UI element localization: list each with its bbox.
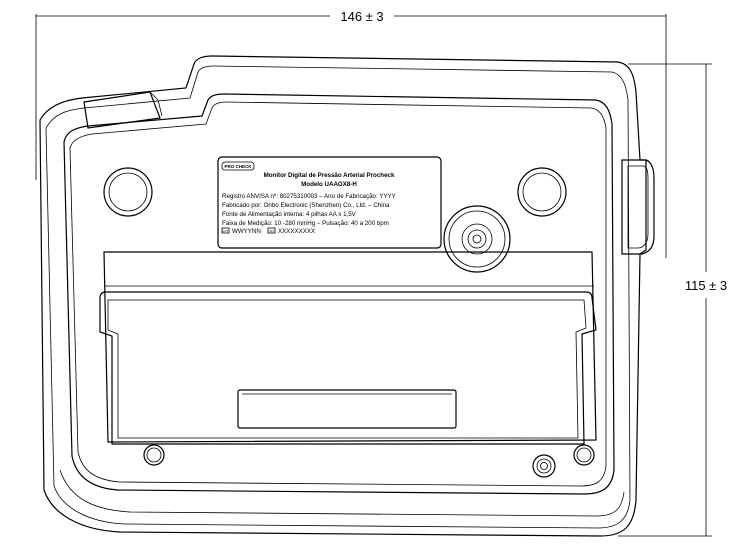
battery-cover-latch: [237, 389, 457, 429]
lot-symbol-icon: LOT: [221, 227, 230, 234]
label-serial-code: XXXXXXXXX: [278, 228, 315, 235]
svg-text:SN: SN: [269, 229, 273, 233]
label-plate: PRO CHECK Monitor Digital de Pressão Art…: [217, 156, 442, 249]
rubber-foot-right: [517, 167, 567, 217]
label-line-power: Fonte de Alimentação interna: 4 pilhas A…: [222, 211, 357, 218]
rubber-foot-left: [103, 167, 153, 217]
label-model: Modelo UAAOX8-H: [301, 181, 357, 188]
label-line-range: Faixa de Medição: 10 -280 mmHg – Pulsaçã…: [222, 220, 389, 227]
svg-text:LOT: LOT: [223, 229, 229, 233]
height-dimension: 115 ± 3: [618, 63, 727, 537]
label-title: Monitor Digital de Pressão Arterial Proc…: [264, 172, 395, 179]
label-line-registration: Registro ANVISA nº: 80275310003 – Ano de…: [222, 193, 396, 200]
bottom-foot-left: [143, 444, 165, 466]
battery-compartment: [99, 251, 597, 445]
serial-symbol-icon: SN: [267, 227, 276, 234]
screw-hole: [532, 454, 556, 478]
label-line-manufacturer: Fabricado por: Onbo Electronic (Shenzhen…: [222, 202, 390, 209]
width-dimension-label: 146 ± 3: [340, 9, 383, 24]
side-button: [621, 159, 655, 255]
height-dimension-label: 115 ± 3: [685, 278, 727, 293]
label-lot-code: WWYYNN: [232, 228, 261, 235]
logo-text: PRO CHECK: [224, 164, 252, 169]
air-connector-port: [443, 205, 511, 273]
cuff-connector-clip: [83, 91, 163, 129]
width-dimension: 146 ± 3: [35, 9, 667, 258]
bottom-foot-right: [573, 444, 595, 466]
procheck-logo: PRO CHECK: [221, 161, 255, 171]
